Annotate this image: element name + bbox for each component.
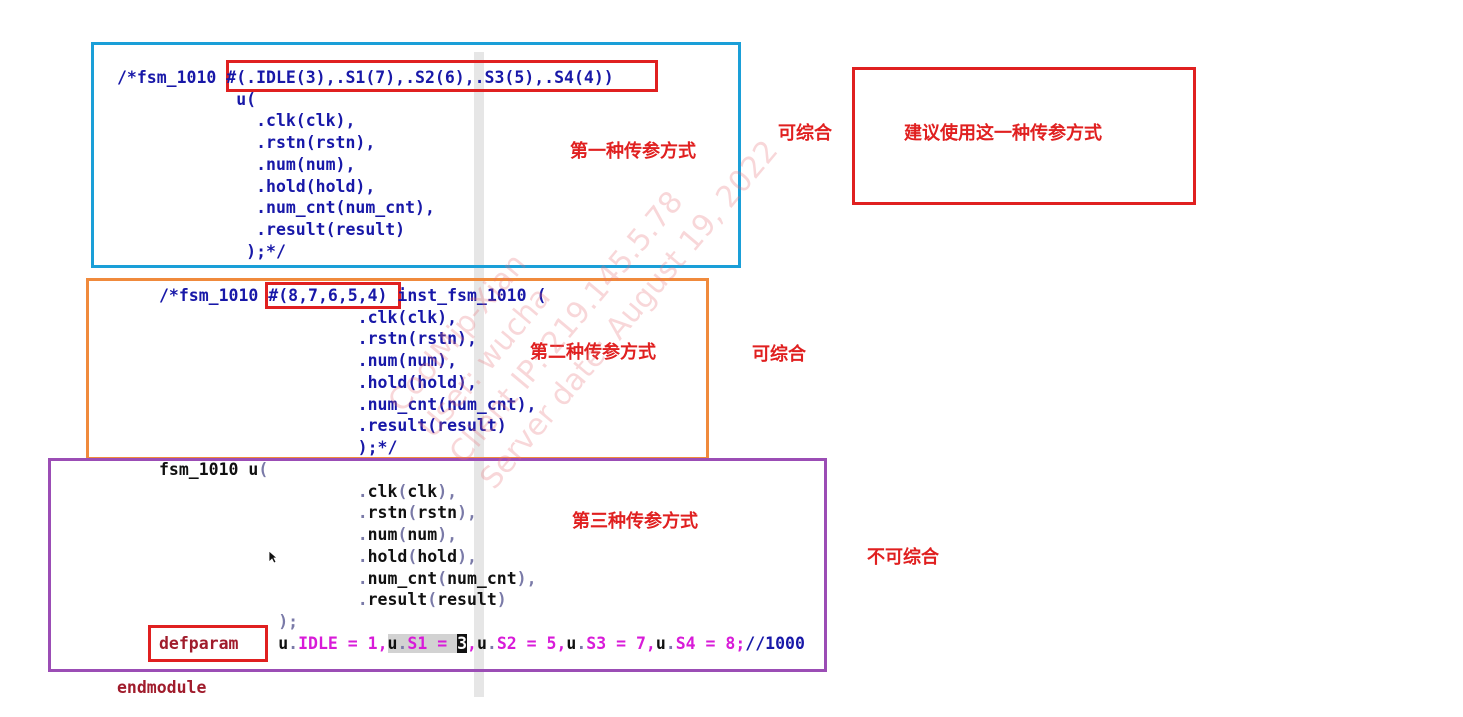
recommend-text: 建议使用这一种传参方式 — [904, 123, 1102, 144]
code-line: .clk(clk), — [159, 307, 458, 327]
first-method-synthesizable: 可综合 — [778, 123, 832, 144]
second-method-label: 第二种传参方式 — [530, 342, 656, 363]
code-line: .hold(hold), — [117, 176, 376, 196]
code-line: );*/ — [159, 437, 398, 457]
module-name: fsm_1010 — [159, 460, 239, 479]
code-line: .rstn(rstn), — [159, 329, 477, 349]
code-line: .num_cnt(num_cnt), — [117, 198, 435, 218]
recommend-box — [852, 67, 1196, 205]
code-line: u( — [117, 89, 257, 109]
first-method-label: 第一种传参方式 — [570, 141, 696, 162]
code-line: );*/ — [117, 241, 286, 261]
editor-cursor: 3 — [457, 634, 468, 653]
instance-close: ); — [278, 611, 299, 631]
defparam-keyword: defparam — [159, 634, 239, 653]
third-method-label: 第三种传参方式 — [572, 511, 698, 532]
mouse-pointer-icon — [268, 550, 278, 564]
code-line: .num(num), — [159, 351, 458, 371]
instance-name: u — [248, 460, 259, 479]
defparam-line: defparam u.IDLE = 1,u.S1 = 3,u.S2 = 5,u.… — [159, 634, 805, 653]
third-method-code: fsm_1010 u( .clk(clk), .rstn(rstn), .num… — [159, 460, 537, 631]
code-line: /*fsm_1010 #(.IDLE(3),.S1(7),.S2(6),.S3(… — [117, 68, 614, 87]
code-line: .clk(clk), — [117, 111, 356, 131]
third-method-not-synthesizable: 不可综合 — [867, 547, 939, 568]
code-line: .result(result) — [117, 219, 406, 239]
second-method-code: /*fsm_1010 #(8,7,6,5,4) inst_fsm_1010 ( … — [159, 285, 546, 459]
column-guide — [474, 52, 484, 697]
code-line: .result(result) — [159, 416, 507, 436]
code-line: .num_cnt(num_cnt), — [159, 394, 537, 414]
second-method-synthesizable: 可综合 — [752, 344, 806, 365]
first-method-box — [91, 42, 741, 268]
code-line: .rstn(rstn), — [117, 133, 376, 153]
code-line: /*fsm_1010 #(8,7,6,5,4) inst_fsm_1010 ( — [159, 286, 547, 305]
code-line: .num(num), — [117, 154, 356, 174]
param-highlight-box-2 — [265, 282, 401, 309]
first-method-code: /*fsm_1010 #(.IDLE(3),.S1(7),.S2(6),.S3(… — [117, 67, 614, 262]
third-method-box — [48, 458, 827, 672]
param-highlight-box-1 — [226, 60, 658, 92]
code-comment: //1000 — [745, 634, 805, 653]
code-line: .hold(hold), — [159, 372, 477, 392]
endmodule-keyword: endmodule — [117, 678, 207, 697]
defparam-highlight-box — [148, 625, 268, 662]
